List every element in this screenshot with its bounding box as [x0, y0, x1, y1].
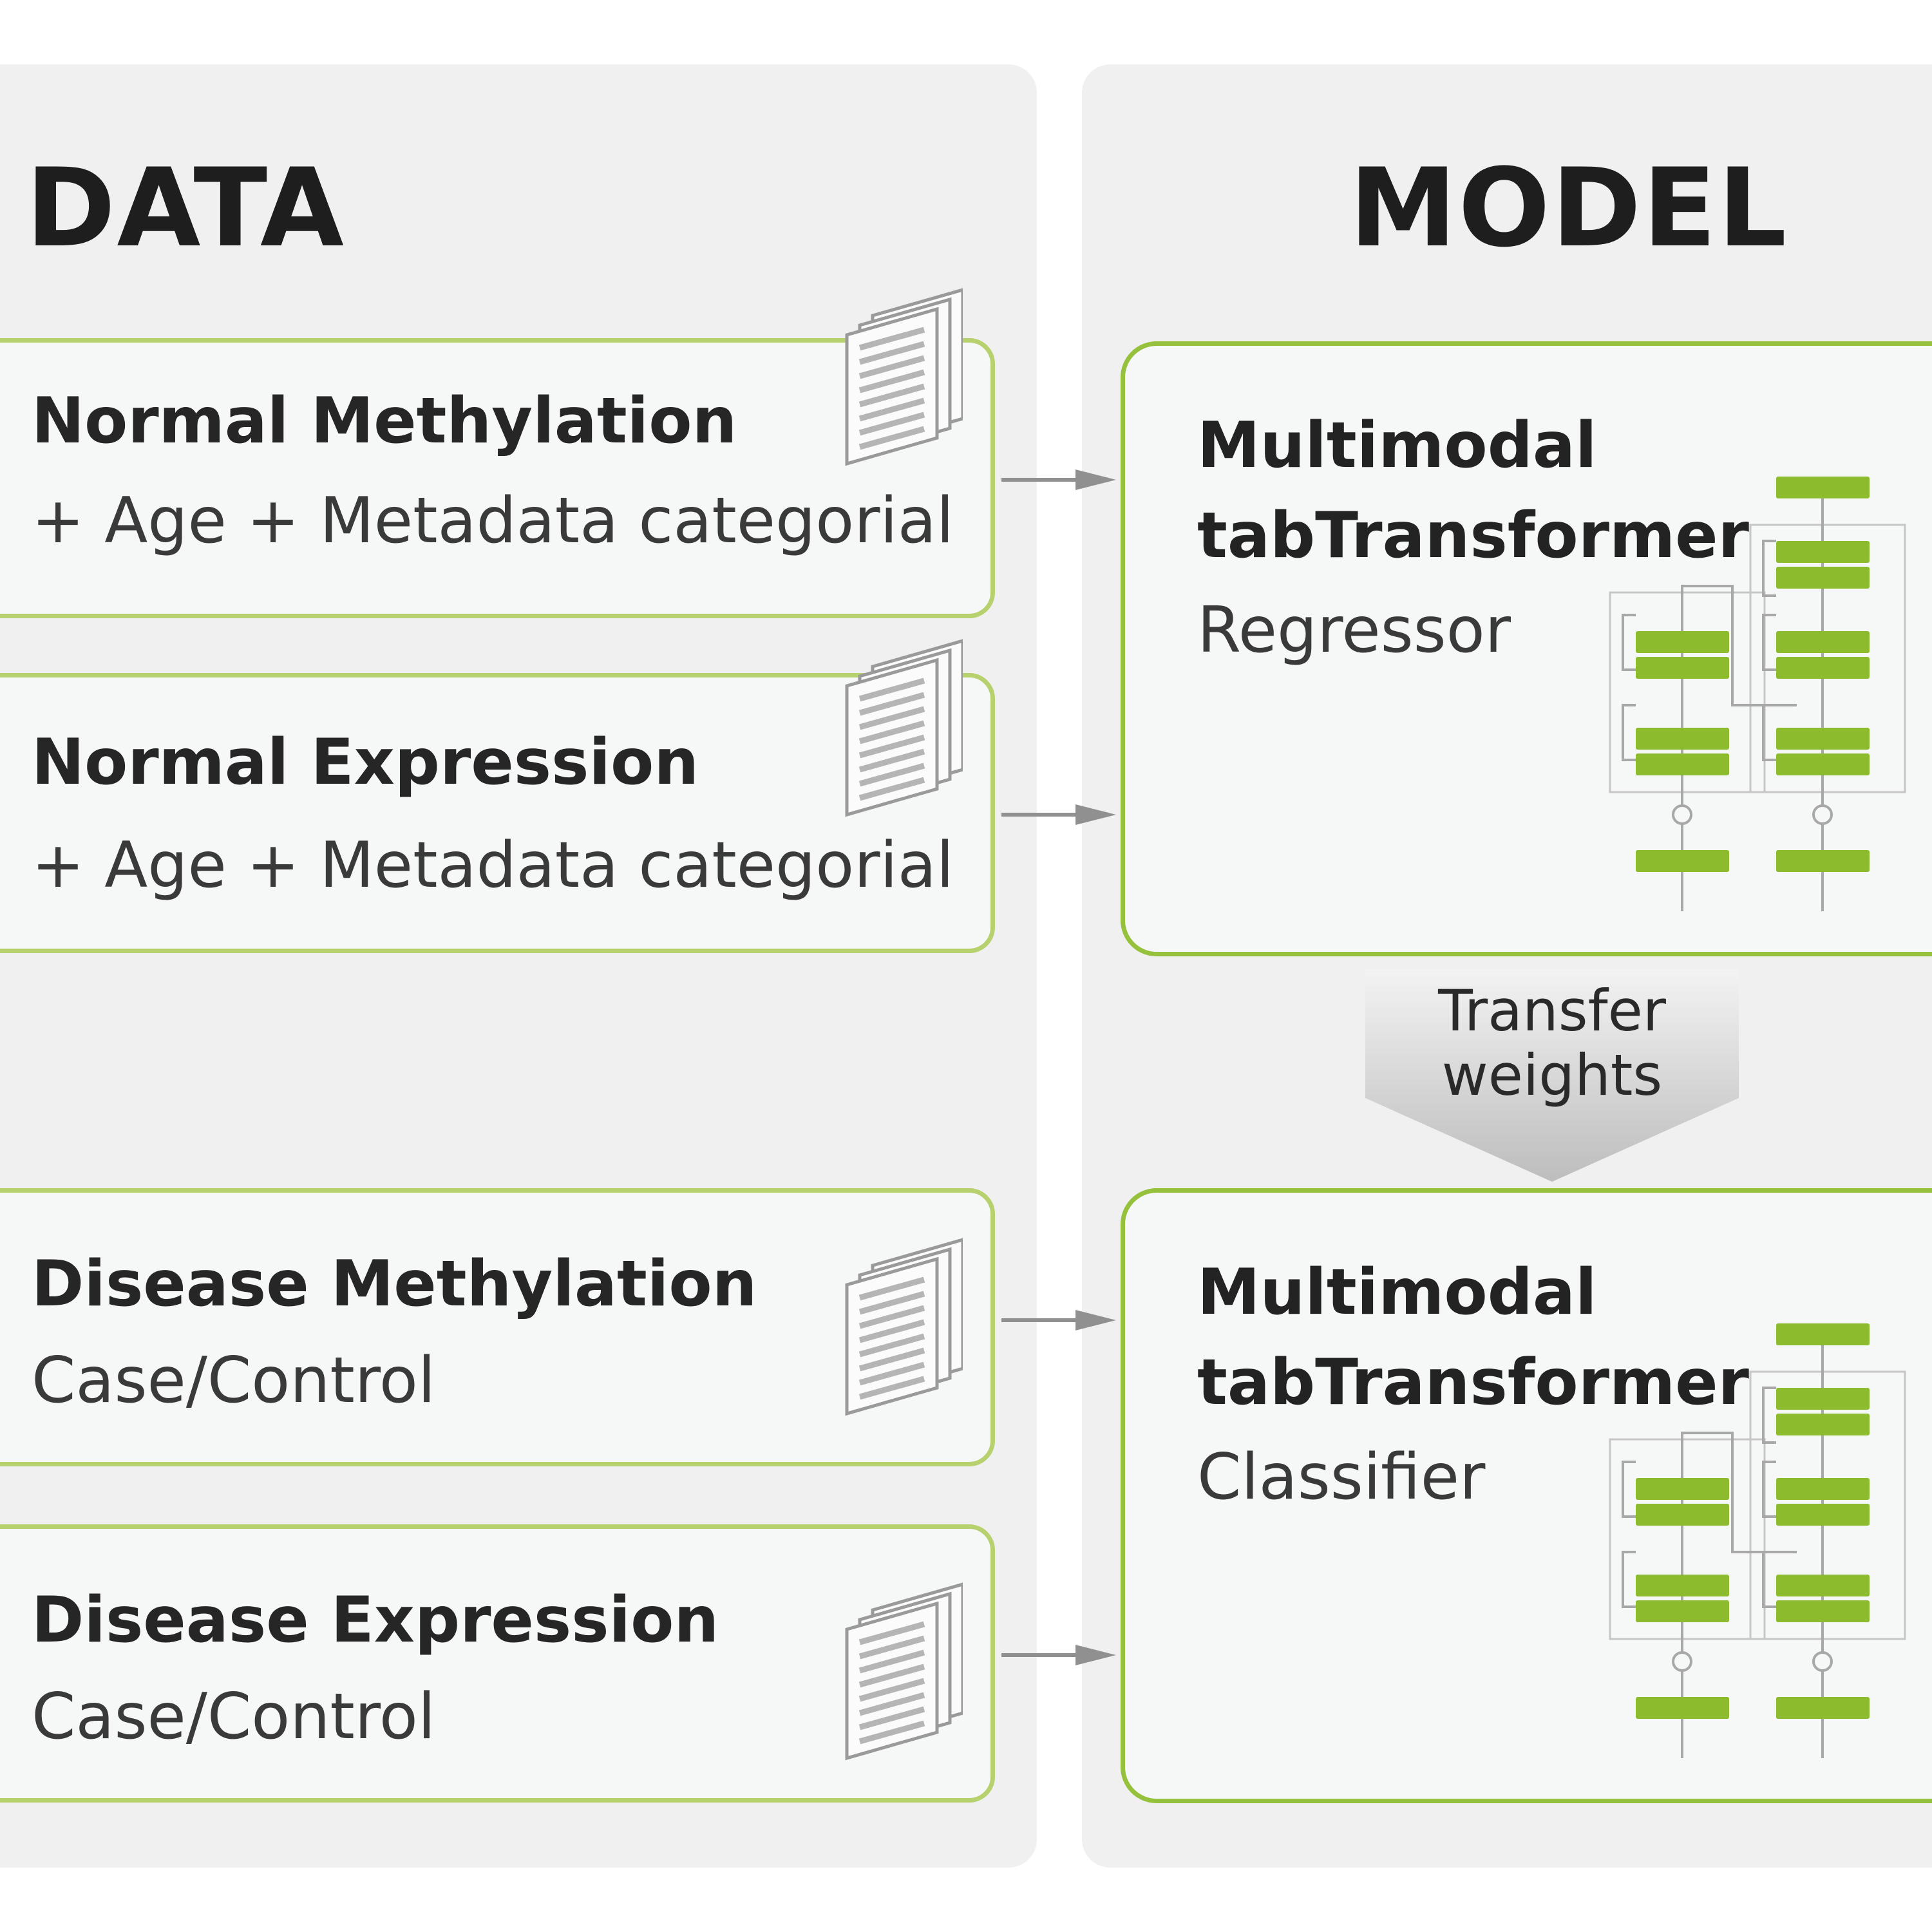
- stacked-documents-icon: [845, 1238, 963, 1416]
- model-title-line2: tabTransformer: [1197, 1346, 1749, 1419]
- model-type-label: Classifier: [1197, 1441, 1486, 1514]
- model-title-line2: tabTransformer: [1197, 499, 1749, 573]
- model-title-line1: Multimodal: [1197, 409, 1597, 482]
- stacked-documents-icon: [845, 288, 963, 466]
- arrow-down-icon: [1365, 969, 1739, 1182]
- card-subtitle: + Age + Metadata categorial: [32, 829, 954, 902]
- card-subtitle: Case/Control: [32, 1344, 436, 1417]
- arrow-right-icon: [1001, 804, 1116, 825]
- arrow-right-icon: [1001, 469, 1116, 490]
- transfer-weights-label: Transfer weights: [1385, 979, 1719, 1108]
- model-title-line1: Multimodal: [1197, 1256, 1597, 1329]
- data-card-disease-expression: Disease Expression Case/Control: [0, 1524, 995, 1803]
- model-section-title: MODEL: [1349, 145, 1788, 271]
- stacked-documents-icon: [845, 639, 963, 817]
- model-type-label: Regressor: [1197, 594, 1511, 667]
- card-subtitle: Case/Control: [32, 1680, 436, 1754]
- card-title: Disease Methylation: [32, 1247, 757, 1321]
- transfer-label-line2: weights: [1441, 1042, 1663, 1108]
- neural-network-architecture-icon: [1609, 477, 1906, 911]
- arrow-right-icon: [1001, 1310, 1116, 1331]
- data-card-normal-methylation: Normal Methylation + Age + Metadata cate…: [0, 338, 995, 618]
- data-card-disease-methylation: Disease Methylation Case/Control: [0, 1188, 995, 1466]
- card-title: Normal Expression: [32, 726, 699, 799]
- card-subtitle: + Age + Metadata categorial: [32, 484, 954, 558]
- arrow-right-icon: [1001, 1645, 1116, 1665]
- card-title: Normal Methylation: [32, 384, 737, 458]
- data-card-normal-expression: Normal Expression + Age + Metadata categ…: [0, 673, 995, 953]
- neural-network-architecture-icon: [1609, 1323, 1906, 1758]
- transfer-label-line1: Transfer: [1438, 978, 1666, 1044]
- stacked-documents-icon: [845, 1582, 963, 1761]
- data-section-title: DATA: [26, 145, 346, 271]
- card-title: Disease Expression: [32, 1584, 719, 1657]
